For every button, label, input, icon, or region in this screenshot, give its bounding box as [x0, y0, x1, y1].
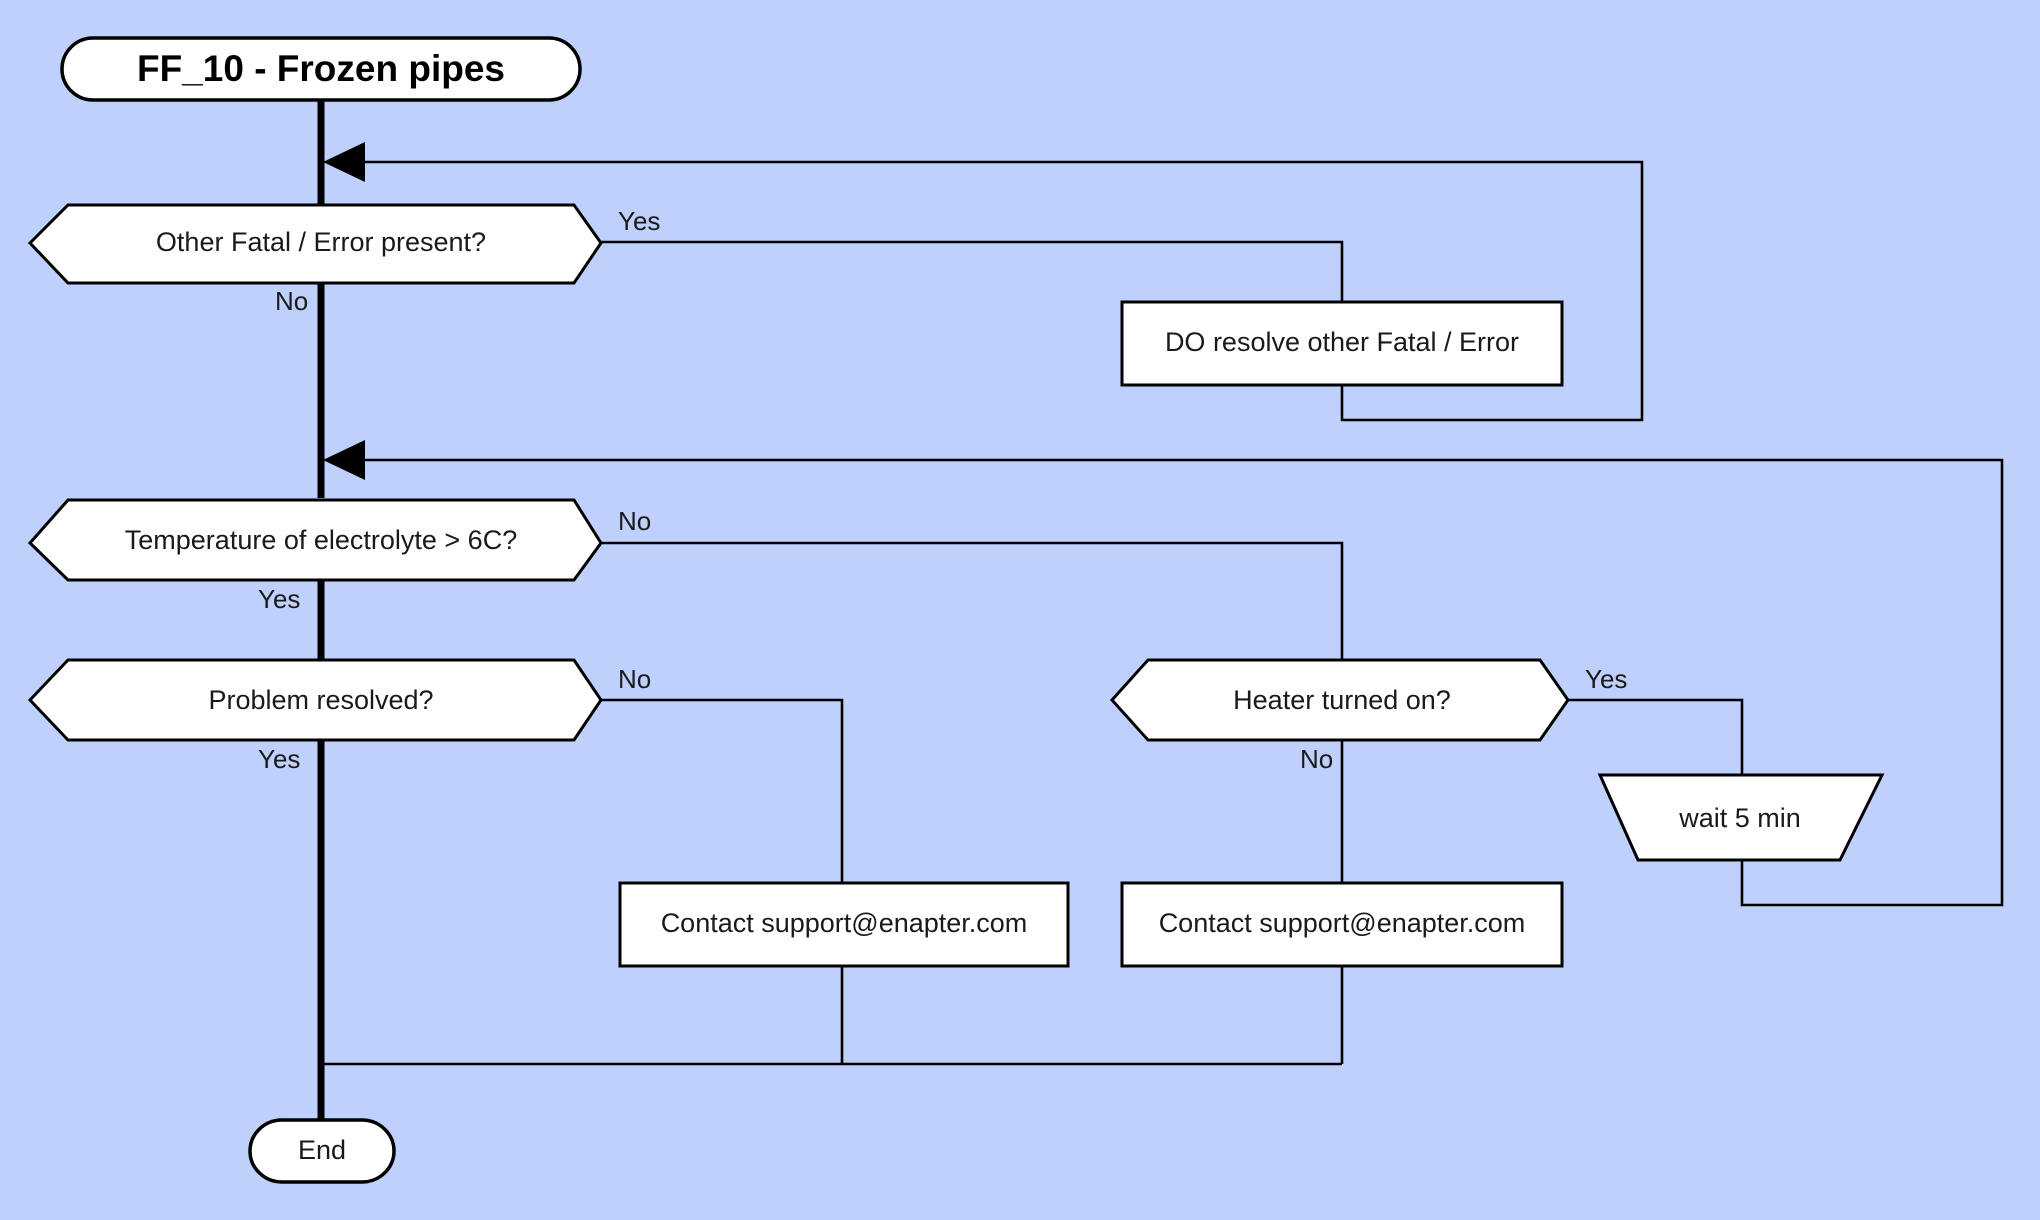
decision-heater-shape [1109, 658, 1570, 742]
decision-heater-label: Heater turned on? [1233, 685, 1451, 715]
node-start[interactable]: FF_10 - Frozen pipes [60, 36, 582, 102]
edge-label-heater-no: No [1300, 744, 1333, 774]
edge-label-other-no: No [275, 286, 308, 316]
edge-label-temp-no: No [618, 506, 651, 536]
do-resolve-shape [1120, 300, 1564, 387]
node-decision-temperature[interactable]: Temperature of electrolyte > 6C? [27, 498, 603, 582]
node-contact-support-left[interactable]: Contact support@enapter.com [618, 881, 1070, 968]
node-wait-5-min[interactable]: wait 5 min [1597, 773, 1885, 862]
start-shape [60, 36, 582, 102]
node-contact-support-right[interactable]: Contact support@enapter.com [1120, 881, 1564, 968]
contact-support-left-label: Contact support@enapter.com [661, 908, 1028, 938]
decision-problem-resolved-shape [27, 658, 603, 742]
decision-problem-resolved-label: Problem resolved? [208, 685, 433, 715]
edge-label-problem-yes: Yes [258, 744, 300, 774]
decision-temperature-shape [27, 498, 603, 582]
edge-other-yes [601, 240, 1344, 302]
node-decision-heater[interactable]: Heater turned on? [1109, 658, 1570, 742]
do-resolve-label: DO resolve other Fatal / Error [1165, 327, 1519, 357]
decision-other-fatal-shape [27, 203, 603, 285]
contact-support-left-shape [618, 881, 1070, 968]
connectors [317, 100, 2004, 1120]
arrowhead-return-other [323, 142, 365, 182]
node-end[interactable]: End [248, 1118, 396, 1184]
wait-5-min-label: wait 5 min [1678, 803, 1801, 833]
edge-wait-return [363, 458, 2004, 907]
node-do-resolve[interactable]: DO resolve other Fatal / Error [1120, 300, 1564, 387]
edge-label-temp-yes: Yes [258, 584, 300, 614]
node-decision-problem-resolved[interactable]: Problem resolved? [27, 658, 603, 742]
edge-resolve-return [363, 160, 1644, 422]
edge-label-heater-yes: Yes [1585, 664, 1627, 694]
decision-temperature-label: Temperature of electrolyte > 6C? [125, 525, 517, 555]
decision-other-fatal-label: Other Fatal / Error present? [156, 227, 486, 257]
arrowhead-return-temp [323, 440, 365, 480]
contact-support-right-shape [1120, 881, 1564, 968]
node-decision-other-fatal[interactable]: Other Fatal / Error present? [27, 203, 603, 285]
edge-temp-no [601, 541, 1344, 660]
wait-5-min-shape [1597, 773, 1885, 862]
end-label: End [298, 1135, 346, 1165]
edge-heater-yes [1568, 698, 1744, 775]
edge-label-problem-no: No [618, 664, 651, 694]
contact-support-right-label: Contact support@enapter.com [1159, 908, 1526, 938]
edge-label-other-yes: Yes [618, 206, 660, 236]
start-label: FF_10 - Frozen pipes [137, 48, 505, 89]
end-shape [248, 1118, 396, 1184]
